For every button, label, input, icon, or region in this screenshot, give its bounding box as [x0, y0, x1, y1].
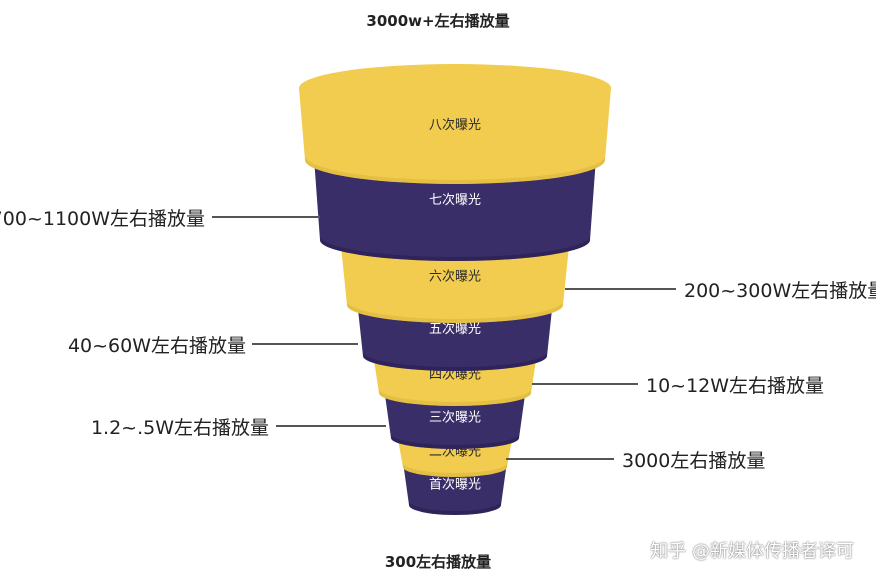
top-label: 3000w+左右播放量	[366, 12, 510, 30]
tier-body	[341, 246, 569, 323]
tier-label: 六次曝光	[429, 269, 481, 285]
tier-label: 八次曝光	[429, 117, 481, 133]
tier-top	[299, 64, 611, 112]
tier-body	[299, 88, 611, 184]
tier-shade	[403, 463, 507, 477]
tier-shade	[409, 501, 501, 515]
callout-3000: 3000左右播放量	[622, 450, 766, 472]
tier-label: 首次曝光	[429, 477, 481, 493]
tier-label: 三次曝光	[429, 410, 481, 426]
tier-shade	[320, 236, 590, 261]
tier-shade	[363, 352, 547, 371]
bottom-label: 300左右播放量	[384, 553, 492, 571]
watermark: 知乎 @新媒体传播者译可	[650, 541, 854, 562]
tier-label: 七次曝光	[429, 192, 481, 208]
tier-shade	[305, 156, 605, 184]
callout-10-12w: 10~12W左右播放量	[646, 375, 825, 397]
callout-40-60w: 40~60W左右播放量	[67, 335, 246, 357]
tier-body	[314, 158, 596, 261]
tier-label: 五次曝光	[429, 321, 481, 337]
callout-1-2-5w: 1.2~.5W左右播放量	[90, 417, 269, 439]
tier-shade	[347, 301, 563, 323]
tier-body	[385, 395, 525, 449]
funnel-tier-1: 八次曝光	[299, 64, 611, 184]
callout-700-1100w: 700~1100W左右播放量	[0, 208, 205, 230]
tier-shade	[391, 434, 519, 449]
callout-200-300w: 200~300W左右播放量	[684, 280, 876, 302]
tier-shade	[379, 389, 531, 406]
